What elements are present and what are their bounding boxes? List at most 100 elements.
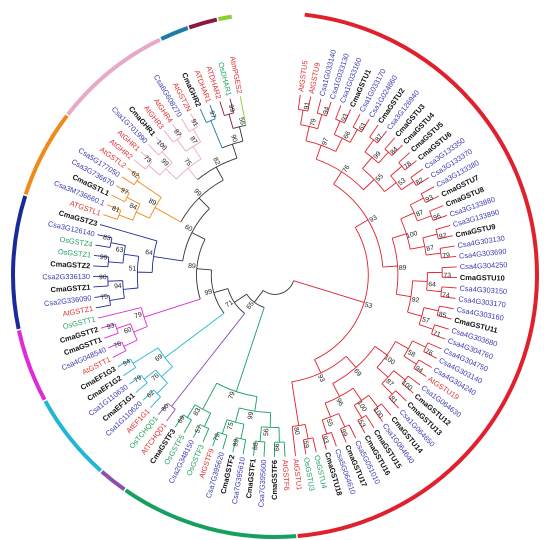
branch-line (317, 114, 323, 129)
branch-line (161, 151, 173, 163)
branch-line (234, 293, 247, 303)
branch-arc (291, 355, 347, 383)
branch-line (259, 426, 262, 442)
branch-arc (227, 288, 245, 314)
clade-arc (23, 114, 69, 196)
bootstrap-value: 99 (232, 438, 240, 447)
branch-line (143, 298, 201, 318)
bootstrap-value: 87 (384, 378, 394, 388)
branch-line (365, 415, 375, 428)
branch-line (95, 244, 111, 248)
bootstrap-value: 87 (415, 209, 425, 219)
bootstrap-value: 64 (428, 281, 436, 288)
bootstrap-value: 97 (321, 137, 330, 147)
branch-line (426, 289, 442, 293)
branch-line (426, 252, 441, 256)
bootstrap-value: 90 (99, 274, 107, 281)
bootstrap-value: 99 (272, 443, 279, 451)
branch-line (98, 307, 142, 319)
branch-line (129, 374, 142, 385)
branch-arc (197, 157, 238, 181)
branch-line (254, 396, 258, 412)
bootstrap-value: 87 (374, 133, 384, 143)
bootstrap-value: 76 (113, 340, 123, 350)
branch-line (166, 409, 176, 422)
bootstrap-value: 75 (227, 421, 236, 430)
branch-line (333, 120, 341, 135)
branch-line (133, 159, 146, 170)
branch-line (150, 396, 161, 408)
branch-arc (340, 424, 350, 430)
bootstrap-value: 73 (443, 272, 451, 279)
branch-line (228, 114, 234, 129)
branch-line (413, 367, 427, 377)
branch-line (407, 375, 421, 386)
bootstrap-value: 64 (145, 249, 154, 257)
taxon-label: Csa4G303690 (459, 247, 507, 261)
branch-line (404, 160, 417, 171)
bootstrap-value: 92 (438, 232, 447, 241)
branch-line (123, 367, 136, 376)
branch-line (242, 439, 247, 455)
taxon-label: CmaGSTF6 (270, 460, 279, 500)
bootstrap-value: 58 (406, 349, 416, 359)
branch-line (136, 180, 162, 198)
bootstrap-value: 60 (183, 224, 193, 234)
branch-line (140, 151, 153, 163)
branch-line (156, 382, 168, 394)
branch-line (171, 313, 246, 407)
branch-line (191, 232, 206, 240)
bootstrap-value: 79 (442, 252, 451, 260)
branch-line (116, 323, 131, 329)
branch-line (390, 165, 403, 177)
branch-arc (324, 387, 354, 404)
bootstrap-value: 69 (352, 368, 362, 378)
branch-line (209, 104, 216, 119)
branch-arc (255, 440, 265, 443)
branch-line (437, 315, 452, 320)
branch-line (192, 424, 201, 438)
branch-arc (420, 193, 427, 203)
branch-line (418, 359, 432, 368)
branch-line (148, 144, 159, 156)
clade-arc (217, 14, 233, 22)
bootstrap-value: 94 (114, 283, 122, 291)
branch-line (94, 255, 109, 258)
branch-line (326, 101, 332, 117)
bootstrap-value: 57 (421, 316, 430, 325)
branch-line (163, 130, 174, 143)
branch-line (434, 324, 449, 330)
bootstrap-value: 53 (397, 177, 407, 187)
taxon-label: AtGSTU5 (296, 60, 309, 93)
bootstrap-value: 94 (322, 106, 331, 115)
branch-line (425, 195, 440, 203)
branch-line (123, 287, 139, 290)
branch-line (213, 288, 229, 294)
branch-line (221, 419, 228, 434)
clade-arc (297, 12, 539, 539)
branch-line (183, 419, 192, 433)
bootstrap-value: 73 (142, 154, 152, 164)
branch-line (324, 403, 331, 418)
bootstrap-value: 97 (119, 187, 129, 197)
bootstrap-value: 80 (292, 427, 300, 436)
branch-line (110, 242, 126, 247)
bootstrap-value: 84 (389, 146, 399, 156)
branch-line (186, 404, 196, 418)
clade-arc (124, 488, 297, 539)
bootstrap-value: 93 (425, 194, 435, 204)
branch-line (412, 280, 428, 282)
branch-line (423, 307, 439, 312)
bootstrap-value: 76 (424, 348, 434, 358)
bootstrap-value: 78 (403, 160, 413, 170)
branch-line (339, 428, 347, 443)
branch-line (127, 167, 140, 178)
bootstrap-value: 97 (208, 110, 217, 120)
bootstrap-value: 79 (228, 391, 237, 401)
branch-line (253, 290, 264, 303)
bootstrap-value: 59 (301, 440, 309, 449)
bootstrap-value: 53 (356, 419, 366, 429)
branch-arc (322, 413, 339, 421)
bootstrap-value: 93 (316, 373, 326, 383)
branch-line (116, 185, 130, 194)
